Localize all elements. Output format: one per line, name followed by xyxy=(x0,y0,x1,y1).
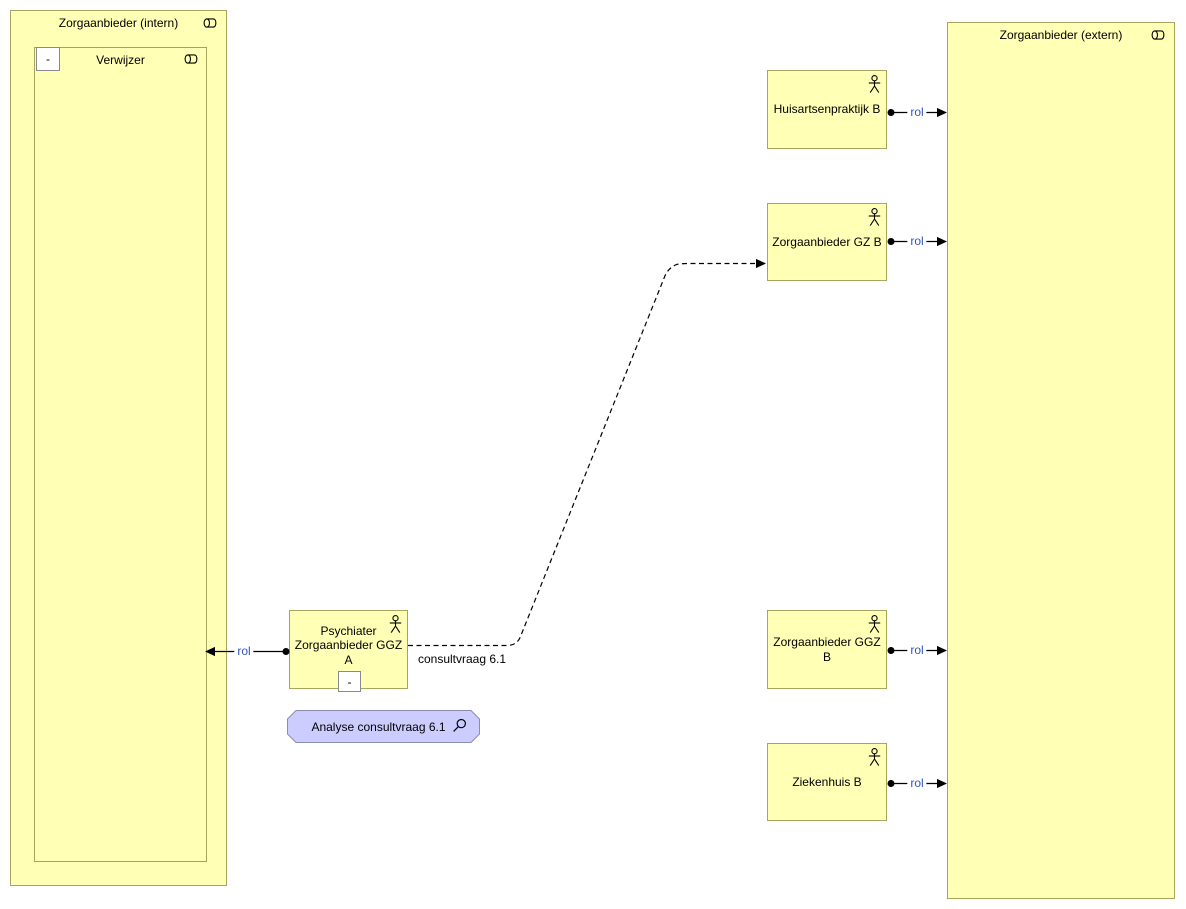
business-actor-icon xyxy=(868,615,881,634)
container-title: Zorgaanbieder (intern) xyxy=(58,16,179,30)
actor-zorgaanbieder-ggz-b[interactable]: Zorgaanbieder GGZ B xyxy=(767,610,887,689)
business-actor-icon xyxy=(868,208,881,227)
magnifier-icon xyxy=(452,718,467,733)
collapse-indicator[interactable]: - xyxy=(338,671,361,692)
business-actor-icon xyxy=(868,75,881,94)
relation-flow-consultvraag[interactable] xyxy=(408,258,766,647)
collapse-indicator[interactable]: - xyxy=(36,47,60,71)
container-zorgaanbieder-extern[interactable]: Zorgaanbieder (extern) xyxy=(947,22,1175,899)
business-actor-icon xyxy=(389,615,402,634)
business-actor-icon xyxy=(868,748,881,767)
business-role-icon xyxy=(184,54,199,64)
relation-label-rol-gz[interactable]: rol xyxy=(907,234,927,248)
container-title: Zorgaanbieder (extern) xyxy=(999,28,1123,42)
actor-ziekenhuis-b[interactable]: Ziekenhuis B xyxy=(767,743,887,821)
container-zorgaanbieder-intern[interactable]: Zorgaanbieder (intern) Verwijzer - xyxy=(10,10,227,886)
actor-huisartsenpraktijk-b[interactable]: Huisartsenpraktijk B xyxy=(767,70,887,149)
business-role-icon xyxy=(203,18,218,28)
relation-label-rol-ziekenhuis[interactable]: rol xyxy=(907,776,927,790)
actor-zorgaanbieder-gz-b[interactable]: Zorgaanbieder GZ B xyxy=(767,203,887,281)
relation-label-rol-ggz[interactable]: rol xyxy=(907,643,927,657)
actor-psychiater-zorgaanbieder-ggz-a[interactable]: Psychiater Zorgaanbieder GGZ A - xyxy=(289,610,408,692)
role-verwijzer[interactable]: Verwijzer - xyxy=(34,47,207,862)
actor-label: Huisartsenpraktijk B xyxy=(773,102,881,117)
actor-label: Ziekenhuis B xyxy=(792,774,862,789)
relation-label-rol-left[interactable]: rol xyxy=(234,644,254,658)
role-title: Verwijzer xyxy=(96,53,145,67)
business-role-icon xyxy=(1151,30,1166,40)
assessment-analyse-consultvraag[interactable]: Analyse consultvraag 6.1 xyxy=(287,710,480,743)
assessment-label: Analyse consultvraag 6.1 xyxy=(311,719,446,734)
actor-label: Zorgaanbieder GZ B xyxy=(772,234,882,249)
relation-label-consultvraag[interactable]: consultvraag 6.1 xyxy=(414,652,510,666)
actor-label: Psychiater Zorgaanbieder GGZ A xyxy=(294,624,403,667)
actor-label: Zorgaanbieder GGZ B xyxy=(773,635,881,664)
relation-label-rol-huisartsenpraktijk[interactable]: rol xyxy=(907,105,927,119)
